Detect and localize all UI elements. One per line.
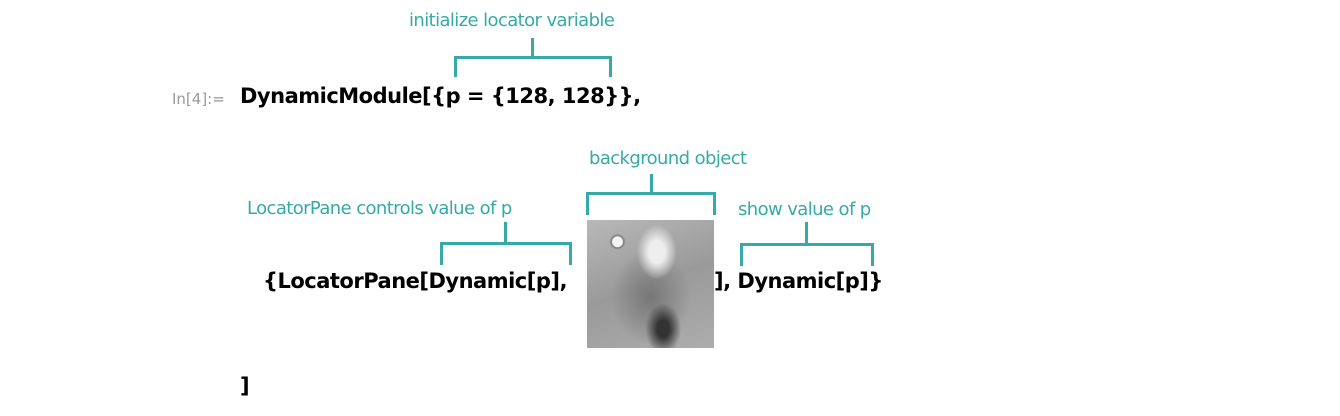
bracket-background (586, 192, 716, 215)
code-line-3[interactable]: ] (240, 374, 250, 398)
bracket-show (740, 243, 874, 266)
bracket-stem (805, 222, 808, 244)
code-line-2-right[interactable]: ], Dynamic[p]} (714, 269, 883, 293)
annotation-background: background object (589, 148, 747, 169)
bracket-locator (440, 242, 572, 265)
bracket-stem (650, 174, 653, 193)
bracket-initialize (454, 56, 612, 77)
bracket-stem (531, 38, 534, 57)
annotation-initialize: initialize locator variable (409, 10, 615, 31)
code-line-2-left[interactable]: {LocatorPane[Dynamic[p], (263, 269, 567, 293)
annotation-show: show value of p (738, 199, 871, 220)
background-image[interactable] (587, 220, 714, 348)
annotation-locator: LocatorPane controls value of p (247, 198, 512, 219)
input-label: In[4]:= (172, 90, 225, 108)
bracket-stem (504, 222, 507, 243)
code-line-1[interactable]: DynamicModule[{p = {128, 128}}, (240, 84, 641, 108)
